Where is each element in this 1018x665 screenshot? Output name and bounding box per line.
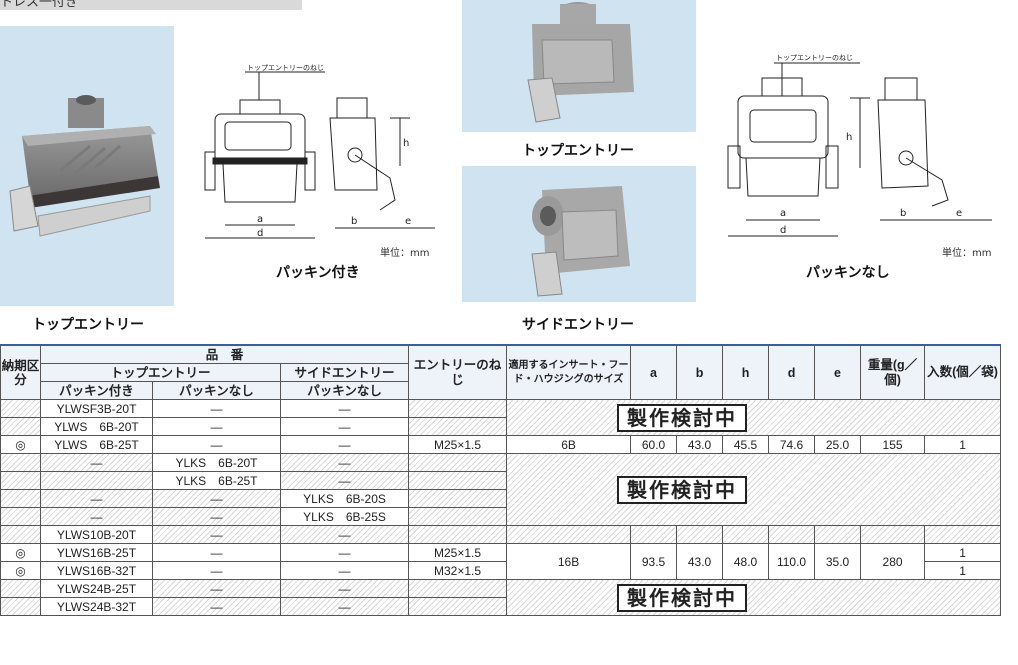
pending-badge: 製作検討中 (617, 583, 748, 612)
table-row: ◎ YLWS16B-25T — — M25×1.5 16B 93.5 43.0 … (0, 543, 1002, 580)
pending-badge: 製作検討中 (617, 403, 748, 432)
dim-a-label-right: a (780, 208, 786, 219)
table-row: YLWS24B-25T — — 製作検討中 (0, 579, 1002, 616)
table-row: — — YLKS 6B-25S (0, 507, 1001, 526)
header-h: h (722, 344, 770, 400)
thread-label-right: トップエントリーのねじ (776, 54, 853, 62)
header-entry-thread: エントリーのねじ (408, 344, 508, 400)
table-row: ◎ YLWS 6B-25T — — M25×1.5 6B 60.0 43.0 4… (0, 435, 1002, 454)
header-with-packing: パッキン付き (40, 381, 153, 400)
caption-photo-left: トップエントリー (32, 317, 144, 333)
dim-d-label-right: d (780, 225, 786, 236)
table-row: YLWSF3B-20T — — 製作検討中 (0, 399, 1002, 436)
caption-photo-top: トップエントリー (522, 143, 634, 159)
dim-e-label-right: e (956, 208, 962, 219)
dim-e-label: e (405, 216, 411, 227)
dim-b-label: b (351, 216, 357, 227)
dim-b-label-right: b (900, 208, 906, 219)
caption-drawing-right: パッキンなし (806, 265, 890, 281)
header-a: a (630, 344, 678, 400)
section-title: トレス一付き (0, 0, 302, 10)
caption-photo-side: サイドエントリー (522, 317, 634, 333)
product-photo-top-entry-small (462, 0, 696, 132)
pending-badge: 製作検討中 (617, 475, 748, 504)
caption-drawing-left: パッキン付き (276, 265, 360, 281)
thread-label: トップエントリーのねじ (247, 64, 324, 72)
header-top-entry: トップエントリー (40, 363, 281, 382)
header-side-entry: サイドエントリー (279, 363, 410, 382)
header-d: d (768, 344, 816, 400)
header-no-packing: パッキンなし (152, 381, 281, 400)
spec-table: 納期区分 品 番 エントリーのねじ 適用するインサート・フード・ハウジングのサイ… (0, 344, 1002, 616)
header-delivery: 納期区分 (0, 344, 41, 400)
product-photo-side-entry (462, 166, 696, 302)
header-b: b (676, 344, 724, 400)
dimension-drawing-without-packing: トップエントリーのねじ a d h b e (720, 48, 995, 248)
dim-h-label: h (403, 138, 409, 149)
header-no-packing-side: パッキンなし (279, 381, 410, 400)
header-insert-size: 適用するインサート・フード・ハウジングのサイズ (506, 344, 632, 400)
header-e: e (814, 344, 862, 400)
header-weight: 重量(g／個) (860, 344, 926, 400)
table-row: — YLKS 6B-20T — 製作検討中 (0, 453, 1002, 526)
table-row: YLWS 6B-20T — — (0, 417, 1001, 436)
unit-label-left: 単位：mm (380, 248, 430, 259)
header-part-no: 品 番 (39, 344, 410, 364)
header-qty: 入数(個／袋) (924, 344, 1002, 400)
table-row: YLWS24B-32T — — (0, 597, 1001, 616)
dim-a-label: a (257, 214, 263, 225)
dim-d-label: d (257, 228, 263, 239)
dimension-drawing-with-packing: トップエントリーのねじ a d h b e (195, 60, 435, 255)
product-photo-top-entry (0, 26, 174, 306)
table-row: YLWS10B-20T — — (0, 525, 1002, 544)
table-row: YLKS 6B-25T — (0, 471, 1001, 490)
unit-label-right: 単位：mm (942, 248, 992, 259)
dim-h-label-right: h (846, 132, 852, 143)
